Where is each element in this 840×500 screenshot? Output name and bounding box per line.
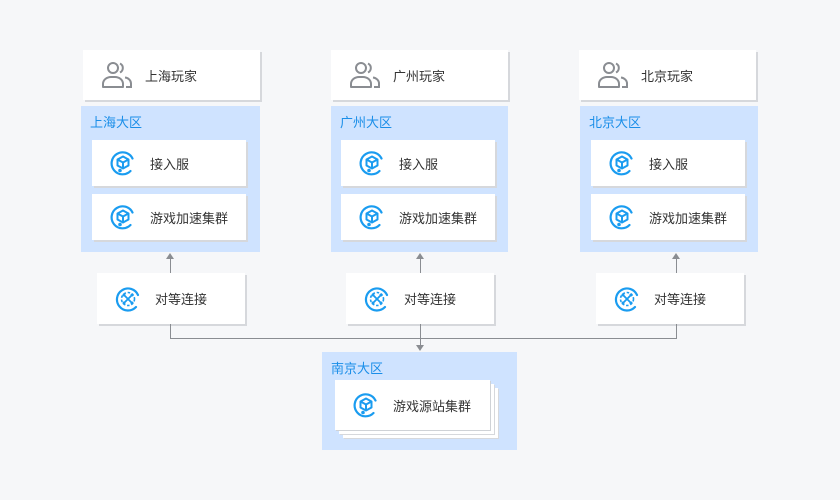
- region-title: 广州大区: [340, 116, 393, 131]
- peering-icon: [115, 286, 141, 312]
- cube-icon: [353, 392, 379, 418]
- service-label: 接入服: [399, 157, 439, 173]
- acceleration-cluster-card: 游戏加速集群: [92, 194, 246, 240]
- cube-icon: [359, 204, 385, 230]
- access-server-card: 接入服: [341, 140, 495, 186]
- guangzhou-peering-box: 对等连接: [346, 273, 494, 324]
- peering-icon: [614, 286, 640, 312]
- beijing-region: 北京大区 接入服 游戏加速集群: [580, 106, 758, 252]
- cube-icon: [359, 150, 385, 176]
- connector-line: [170, 324, 171, 338]
- arrow-up-icon: [672, 253, 680, 259]
- access-server-card: 接入服: [591, 140, 745, 186]
- player-label: 北京玩家: [641, 69, 694, 85]
- users-icon: [597, 59, 629, 91]
- bus-line: [170, 338, 677, 339]
- peering-label: 对等连接: [404, 293, 457, 308]
- cube-icon: [609, 150, 635, 176]
- acceleration-cluster-card: 游戏加速集群: [591, 194, 745, 240]
- service-label: 游戏加速集群: [150, 211, 229, 227]
- arrow-down-icon: [416, 345, 424, 351]
- nanjing-region: 南京大区 游戏源站集群: [322, 352, 517, 450]
- access-server-card: 接入服: [92, 140, 246, 186]
- cube-icon: [609, 204, 635, 230]
- player-label: 上海玩家: [145, 69, 198, 85]
- arrow-up-icon: [416, 253, 424, 259]
- shanghai-players-box: 上海玩家: [83, 50, 260, 100]
- connector-line: [420, 324, 421, 346]
- peering-label: 对等连接: [654, 293, 707, 308]
- cube-icon: [110, 204, 136, 230]
- users-icon: [349, 59, 381, 91]
- beijing-peering-box: 对等连接: [596, 273, 744, 324]
- peering-icon: [364, 286, 390, 312]
- users-icon: [101, 59, 133, 91]
- player-label: 广州玩家: [393, 69, 446, 85]
- shanghai-region: 上海大区 接入服 游戏加速集群: [81, 106, 260, 252]
- guangzhou-players-box: 广州玩家: [331, 50, 508, 100]
- connector-line: [676, 324, 677, 338]
- connector-line: [420, 258, 421, 273]
- beijing-players-box: 北京玩家: [579, 50, 756, 100]
- region-title: 南京大区: [331, 362, 384, 377]
- connector-line: [170, 258, 171, 273]
- acceleration-cluster-card: 游戏加速集群: [341, 194, 495, 240]
- guangzhou-region: 广州大区 接入服 游戏加速集群: [331, 106, 508, 252]
- peering-label: 对等连接: [155, 293, 208, 308]
- cube-icon: [110, 150, 136, 176]
- connector-line: [676, 258, 677, 273]
- arrow-up-icon: [166, 253, 174, 259]
- service-label: 接入服: [649, 157, 689, 173]
- shanghai-peering-box: 对等连接: [97, 273, 245, 324]
- region-title: 上海大区: [90, 116, 143, 131]
- service-label: 接入服: [150, 157, 190, 173]
- cluster-label: 游戏源站集群: [393, 399, 472, 415]
- origin-cluster-card: 游戏源站集群: [335, 380, 490, 430]
- region-title: 北京大区: [589, 116, 642, 131]
- service-label: 游戏加速集群: [399, 211, 478, 227]
- service-label: 游戏加速集群: [649, 211, 728, 227]
